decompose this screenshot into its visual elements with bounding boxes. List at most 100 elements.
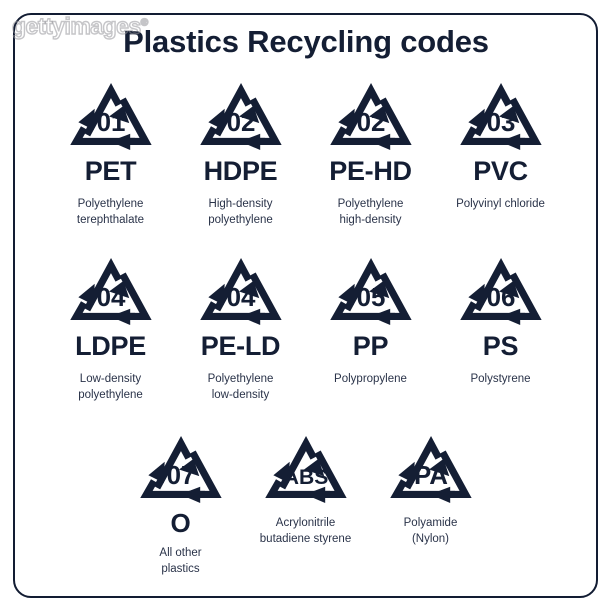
- material-abbreviation: O: [170, 508, 191, 538]
- recycling-code-item[interactable]: PA Polyamide (Nylon): [368, 427, 493, 577]
- recycling-arrow-head-1: [108, 105, 129, 124]
- recycling-arrow-head-1: [368, 280, 389, 299]
- recycling-arrow-head-3: [337, 283, 355, 305]
- recycling-code-number: ABS: [283, 466, 328, 489]
- recycling-arrow-arm-3: [199, 301, 265, 321]
- recycling-arrow-arm-3: [264, 479, 330, 499]
- recycling-arrow-head-1: [238, 280, 259, 299]
- recycling-arrow-arm-1: [213, 82, 252, 137]
- material-full-name: Polyethylene low-density: [207, 373, 274, 401]
- material-abbreviation: PP: [352, 331, 389, 361]
- recycling-arrow-head-1: [498, 280, 519, 299]
- material-abbreviation: LDPE: [75, 331, 146, 361]
- recycling-arrow-arm-3: [459, 301, 525, 321]
- material-full-name: Low-density polyethylene: [78, 373, 143, 401]
- recycling-arrow-arm-1: [213, 257, 252, 312]
- recycling-arrow-head-3: [337, 108, 355, 130]
- material-full-name: Polyvinyl chloride: [456, 198, 545, 211]
- material-full-name: Polyethylene terephthalate: [76, 198, 145, 226]
- card-frame: [13, 13, 598, 598]
- recycling-code-number: 02: [356, 109, 385, 137]
- recycling-code-number: 04: [96, 284, 125, 312]
- material-full-name: Polystyrene: [470, 373, 531, 386]
- recycling-arrow-head-3: [397, 461, 415, 483]
- recycling-code-number: 01: [96, 109, 125, 137]
- recycling-arrow-head-1: [303, 458, 324, 477]
- recycling-code-number: 02: [226, 109, 255, 137]
- recycling-code-number: 05: [356, 284, 385, 312]
- recycling-arrow-arm-3: [69, 301, 135, 321]
- mobius-recycling-triangle-icon: 03: [453, 74, 549, 154]
- page-title: Plastics Recycling codes: [123, 24, 489, 59]
- recycling-code-number: PA: [413, 462, 447, 490]
- recycling-arrow-head-1: [498, 105, 519, 124]
- mobius-recycling-triangle-icon: 07: [133, 427, 229, 507]
- material-abbreviation: HDPE: [203, 156, 278, 186]
- recycling-arrow-arm-3: [139, 479, 205, 499]
- recycling-arrow-head-1: [178, 458, 199, 477]
- recycling-code-number: 07: [166, 462, 195, 490]
- recycling-arrow-head-3: [272, 461, 290, 483]
- recycling-arrow-arm-1: [473, 82, 512, 137]
- material-abbreviation: PS: [482, 331, 519, 361]
- recycling-code-number: 04: [226, 284, 255, 312]
- material-abbreviation: PE-LD: [200, 331, 281, 361]
- recycling-arrow-arm-1: [83, 82, 122, 137]
- material-abbreviation: PE-HD: [329, 156, 412, 186]
- recycling-arrow-head-1: [108, 280, 129, 299]
- mobius-recycling-triangle-icon: 02: [193, 74, 289, 154]
- recycling-arrow-arm-1: [403, 435, 442, 490]
- recycling-arrow-arm-3: [329, 301, 395, 321]
- mobius-recycling-triangle-icon: 06: [453, 249, 549, 329]
- recycling-arrow-arm-3: [459, 126, 525, 146]
- recycling-arrow-arm-1: [343, 257, 382, 312]
- recycling-arrow-arm-3: [329, 126, 395, 146]
- material-full-name: Polypropylene: [334, 373, 407, 386]
- recycling-code-number: 06: [486, 284, 515, 312]
- recycling-arrow-head-1: [428, 458, 449, 477]
- recycling-arrow-arm-1: [83, 257, 122, 312]
- recycling-code-number: 03: [486, 109, 515, 137]
- material-full-name: All other plastics: [159, 547, 202, 575]
- recycling-arrow-head-1: [238, 105, 259, 124]
- recycling-arrow-arm-3: [199, 126, 265, 146]
- recycling-arrow-arm-1: [473, 257, 512, 312]
- recycling-arrow-arm-1: [153, 435, 192, 490]
- material-full-name: Acrylonitrile butadiene styrene: [259, 517, 352, 545]
- recycling-arrow-head-3: [207, 283, 225, 305]
- recycling-arrow-head-1: [368, 105, 389, 124]
- mobius-recycling-triangle-icon: 05: [323, 249, 419, 329]
- mobius-recycling-triangle-icon: 02: [323, 74, 419, 154]
- material-full-name: Polyethylene high-density: [337, 198, 404, 226]
- recycling-arrow-arm-3: [69, 126, 135, 146]
- material-full-name: Polyamide (Nylon): [403, 517, 458, 545]
- recycling-arrow-arm-1: [343, 82, 382, 137]
- recycling-arrow-head-3: [147, 461, 165, 483]
- recycling-arrow-head-3: [467, 283, 485, 305]
- material-full-name: High-density polyethylene: [208, 198, 273, 226]
- recycling-arrow-head-3: [207, 108, 225, 130]
- recycling-arrow-head-3: [77, 108, 95, 130]
- recycling-arrow-head-3: [467, 108, 485, 130]
- recycling-arrow-arm-3: [389, 479, 455, 499]
- mobius-recycling-triangle-icon: 04: [63, 249, 159, 329]
- mobius-recycling-triangle-icon: PA: [383, 427, 479, 507]
- recycling-arrow-arm-1: [278, 435, 317, 490]
- material-abbreviation: PVC: [473, 156, 528, 186]
- material-abbreviation: PET: [84, 156, 137, 186]
- recycling-arrow-head-3: [77, 283, 95, 305]
- recycling-code-item[interactable]: ABS Acrylonitrile butadiene styrene: [243, 427, 368, 577]
- mobius-recycling-triangle-icon: ABS: [258, 427, 354, 507]
